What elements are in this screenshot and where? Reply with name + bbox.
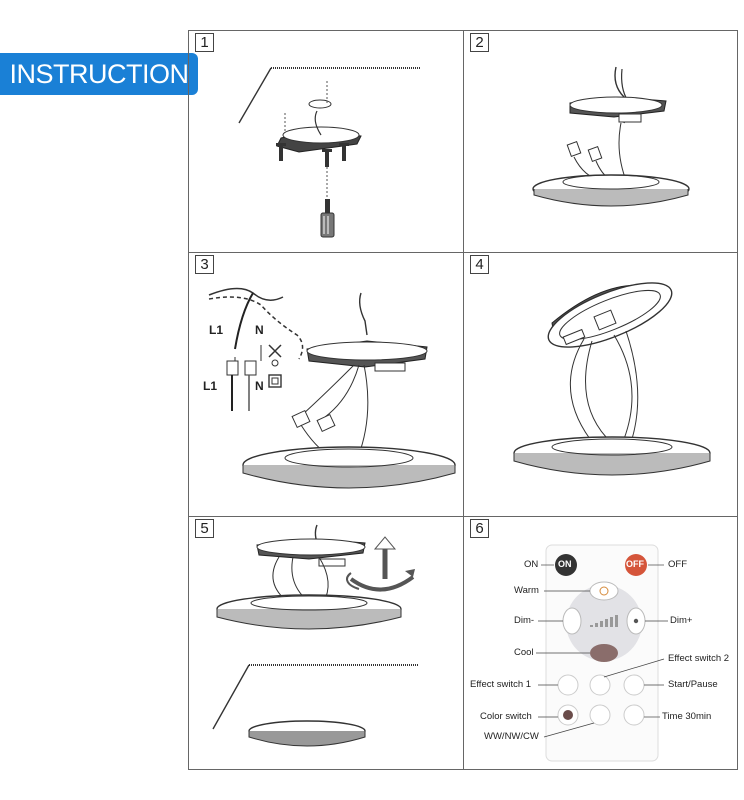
- remote-control-icon: [536, 544, 668, 762]
- step-number: 2: [470, 33, 489, 52]
- on-label: ON: [524, 559, 539, 570]
- step-3-panel: 3 L1 N L1 N: [188, 252, 464, 517]
- step-number: 4: [470, 255, 489, 274]
- on-button: ON: [558, 559, 572, 569]
- step-number: 3: [195, 255, 214, 274]
- rotate-arrow-icon: [346, 536, 415, 592]
- start-pause-label: Start/Pause: [668, 679, 718, 690]
- screw-icon: [276, 143, 349, 167]
- dim-minus-label: Dim-: [514, 615, 535, 626]
- step-5-panel: 5: [188, 516, 464, 770]
- lamp-installed-icon: [212, 524, 419, 747]
- lamp-tilted-icon: [513, 282, 711, 476]
- effect-switch-1-label: Effect switch 1: [470, 679, 532, 690]
- ceiling-mount-icon: [238, 67, 421, 238]
- off-label: OFF: [668, 559, 687, 570]
- step-number: 5: [195, 519, 214, 538]
- dim-plus-label: Dim+: [670, 615, 693, 626]
- warm-label: Warm: [514, 585, 539, 596]
- wiring-diagram: [208, 287, 456, 489]
- wire-connector-icon: [566, 141, 603, 162]
- lamp-base-icon: [532, 66, 690, 207]
- cool-label: Cool: [514, 647, 534, 658]
- neutral-wire-label-bottom: N: [255, 379, 264, 393]
- time-30min-label: Time 30min: [662, 711, 712, 722]
- live-wire-label-top: L1: [209, 323, 224, 337]
- step-4-panel: 4: [463, 252, 738, 517]
- instruction-banner: INSTRUCTION: [0, 53, 198, 95]
- screwdriver-icon: [320, 199, 335, 238]
- color-switch-label: Color switch: [480, 711, 532, 722]
- off-button: OFF: [626, 559, 644, 569]
- step-6-panel: 6: [463, 516, 738, 770]
- step-2-panel: 2: [463, 30, 738, 253]
- ww-nw-cw-label: WW/NW/CW: [484, 731, 539, 742]
- effect-switch-2-label: Effect switch 2: [668, 653, 730, 664]
- neutral-wire-label-top: N: [255, 323, 264, 337]
- step-number: 6: [470, 519, 489, 538]
- live-wire-label-bottom: L1: [203, 379, 218, 393]
- step-number: 1: [195, 33, 214, 52]
- step-1-panel: 1: [188, 30, 464, 253]
